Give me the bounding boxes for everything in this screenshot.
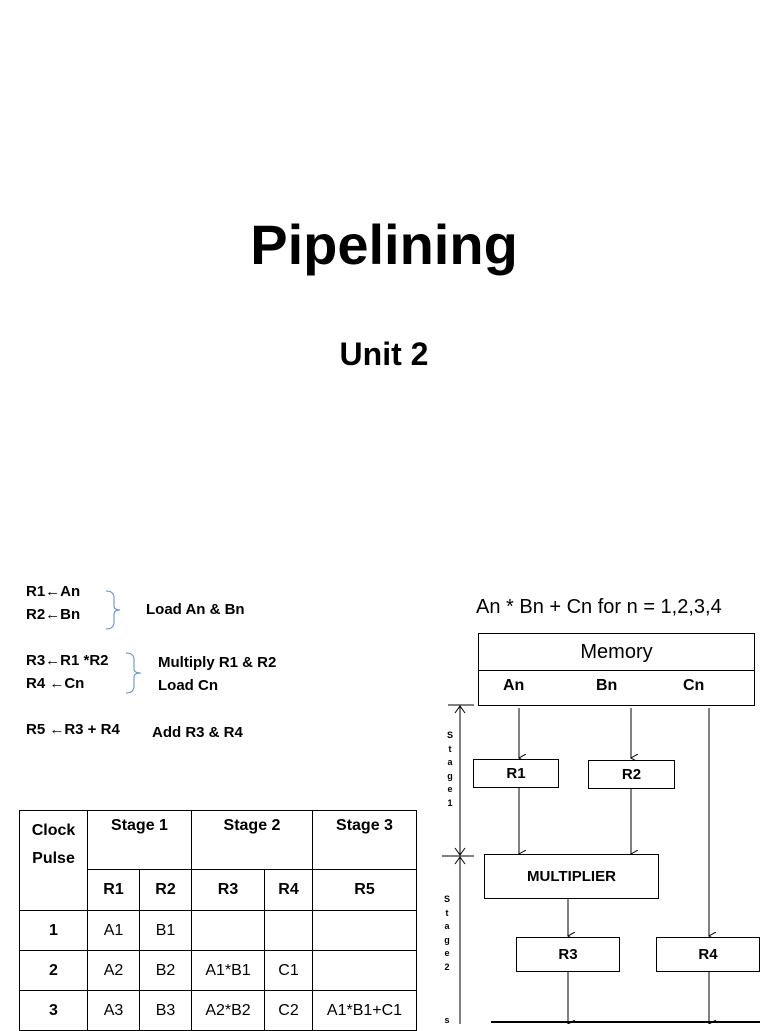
input-an: An xyxy=(503,677,525,694)
multiplier-box: MULTIPLIER xyxy=(484,854,659,899)
stage2-arrow-up xyxy=(454,856,466,865)
header-r2: R2 xyxy=(139,869,192,911)
register-r3: R3 xyxy=(516,937,620,972)
table-register-row: R1 R2 R3 R4 R5 xyxy=(20,869,417,911)
cell-r3: A1*B1 xyxy=(191,950,265,991)
cell-r1: A2 xyxy=(87,950,140,991)
cell-r1: A1 xyxy=(87,910,140,951)
cell-r3: A2*B2 xyxy=(191,990,265,1031)
stage1-arrow-up xyxy=(454,705,466,714)
step3-note: Add R3 & R4 xyxy=(152,724,243,741)
header-r3: R3 xyxy=(191,869,265,911)
table-row: 2 A2 B2 A1*B1 C1 xyxy=(19,950,417,991)
stage3-label-partial: s xyxy=(444,1015,450,1025)
cell-r3 xyxy=(191,910,265,951)
step1-brace xyxy=(105,590,121,630)
header-r5: R5 xyxy=(312,869,417,911)
cell-clock: 3 xyxy=(19,990,88,1031)
slide-subtitle: Unit 2 xyxy=(339,336,429,372)
table-row: 1 A1 B1 xyxy=(19,910,417,951)
cell-r2: B3 xyxy=(139,990,192,1031)
cell-r4: C2 xyxy=(264,990,313,1031)
step2-line2: R4 ←Cn xyxy=(26,675,85,692)
cell-clock: 1 xyxy=(19,910,88,951)
memory-label: Memory xyxy=(479,634,754,671)
step1-line2: R2←Bn xyxy=(26,606,81,623)
step2-note-line2: Load Cn xyxy=(158,677,218,694)
cell-r4: C1 xyxy=(264,950,313,991)
step1-operations: R1←An R2←Bn xyxy=(26,580,80,626)
cell-r1: A3 xyxy=(87,990,140,1031)
header-stage3: Stage 3 xyxy=(312,810,417,870)
cell-r4 xyxy=(264,910,313,951)
cell-r2: B2 xyxy=(139,950,192,991)
header-r4: R4 xyxy=(264,869,313,911)
step2-brace xyxy=(125,652,142,694)
cell-r2: B1 xyxy=(139,910,192,951)
slide-title: Pipelining xyxy=(250,213,518,276)
header-stage2: Stage 2 xyxy=(191,810,313,870)
step3-operation: R5 ←R3 + R4 xyxy=(26,721,120,738)
cell-r5 xyxy=(312,910,417,951)
input-bn: Bn xyxy=(596,677,618,694)
register-r1: R1 xyxy=(473,759,559,788)
register-r2: R2 xyxy=(588,760,675,789)
header-stage1: Stage 1 xyxy=(87,810,192,870)
cell-clock: 2 xyxy=(19,950,88,991)
table-row: 3 A3 B3 A2*B2 C2 A1*B1+C1 xyxy=(19,990,417,1031)
step2-note-line1: Multiply R1 & R2 xyxy=(158,654,277,671)
expression-label: An * Bn + Cn for n = 1,2,3,4 xyxy=(476,596,722,618)
cell-r5 xyxy=(312,950,417,991)
step2-line1: R3←R1 *R2 xyxy=(26,652,109,669)
step2-operations: R3←R1 *R2 R4 ←Cn xyxy=(26,649,109,695)
input-cn: Cn xyxy=(683,677,705,694)
memory-box: Memory An Bn Cn xyxy=(478,633,755,706)
stage1-arrow-down xyxy=(454,847,466,856)
step1-line1: R1←An xyxy=(26,583,81,600)
step1-note: Load An & Bn xyxy=(146,601,245,618)
step2-note: Multiply R1 & R2 Load Cn xyxy=(158,651,276,697)
cell-r5: A1*B1+C1 xyxy=(312,990,417,1031)
header-r1: R1 xyxy=(87,869,140,911)
register-r4: R4 xyxy=(656,937,760,972)
